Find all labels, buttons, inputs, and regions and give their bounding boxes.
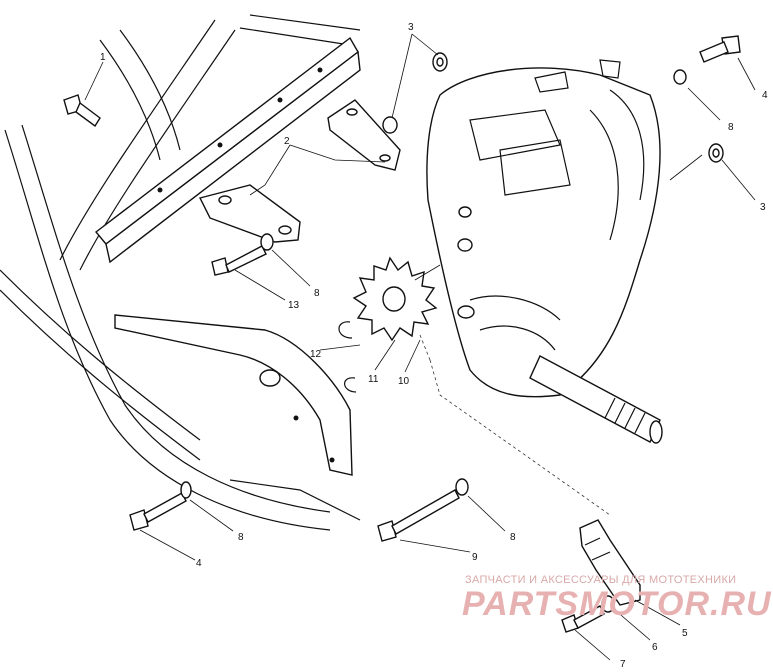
tensioner-bracket (579, 519, 641, 606)
washer-8-right (673, 69, 687, 85)
bolt-4-lower (129, 492, 187, 531)
callout-5: 5 (682, 628, 688, 639)
nut-3-top (382, 116, 398, 134)
alignment-lines (419, 334, 611, 516)
callout-8-center: 8 (510, 532, 516, 543)
circlip-upper (338, 321, 353, 339)
callout-1: 1 (100, 52, 106, 63)
washer-6 (601, 595, 615, 613)
lower-plate (114, 314, 353, 476)
callout-9: 9 (472, 552, 478, 563)
mount-bracket-upper (327, 99, 401, 171)
washer-3-top (432, 52, 448, 72)
washer-8-center (455, 478, 469, 496)
watermark-tagline: ЗАПЧАСТИ И АКСЕССУАРЫ ДЛЯ МОТОТЕХНИКИ (465, 574, 736, 586)
bolt-13 (211, 245, 267, 276)
watermark: ЗАПЧАСТИ И АКСЕССУАРЫ ДЛЯ МОТОТЕХНИКИ PA… (462, 574, 772, 623)
washer-8-bracket (260, 233, 274, 251)
gearbox-housing (426, 59, 661, 398)
bolt-9 (377, 489, 460, 542)
callout-3-right: 3 (760, 202, 766, 213)
callout-10: 10 (398, 376, 410, 387)
callout-11: 11 (368, 374, 379, 385)
washer-3-right (708, 143, 724, 163)
bolt-4-upper (699, 35, 741, 63)
bolt-1 (63, 94, 101, 128)
frame-tubes (0, 14, 361, 531)
callout-8-right: 8 (728, 122, 734, 133)
callout-4-left: 4 (196, 558, 202, 569)
mount-bracket-lower (198, 184, 301, 243)
upper-rail (94, 36, 361, 264)
callout-8-left: 8 (238, 532, 244, 543)
bolt-7 (561, 605, 605, 633)
drive-sprocket (352, 256, 438, 342)
callout-3-top: 3 (408, 22, 414, 33)
washer-8-left (180, 481, 192, 499)
circlip-lower (344, 377, 357, 393)
callout-8-bracket: 8 (314, 288, 320, 299)
callout-12: 12 (310, 349, 322, 360)
watermark-logo-text: PARTSMOTOR.RU (462, 585, 772, 623)
leader-lines (84, 33, 756, 661)
output-shaft (529, 355, 663, 444)
callout-2: 2 (284, 136, 290, 147)
callout-labels: 1 2 3 3 4 4 5 6 7 8 8 8 8 9 10 11 12 13 (100, 22, 768, 670)
callout-13: 13 (288, 300, 300, 311)
callout-7: 7 (620, 659, 626, 667)
callout-6: 6 (652, 642, 658, 653)
callout-4-right: 4 (762, 90, 768, 101)
